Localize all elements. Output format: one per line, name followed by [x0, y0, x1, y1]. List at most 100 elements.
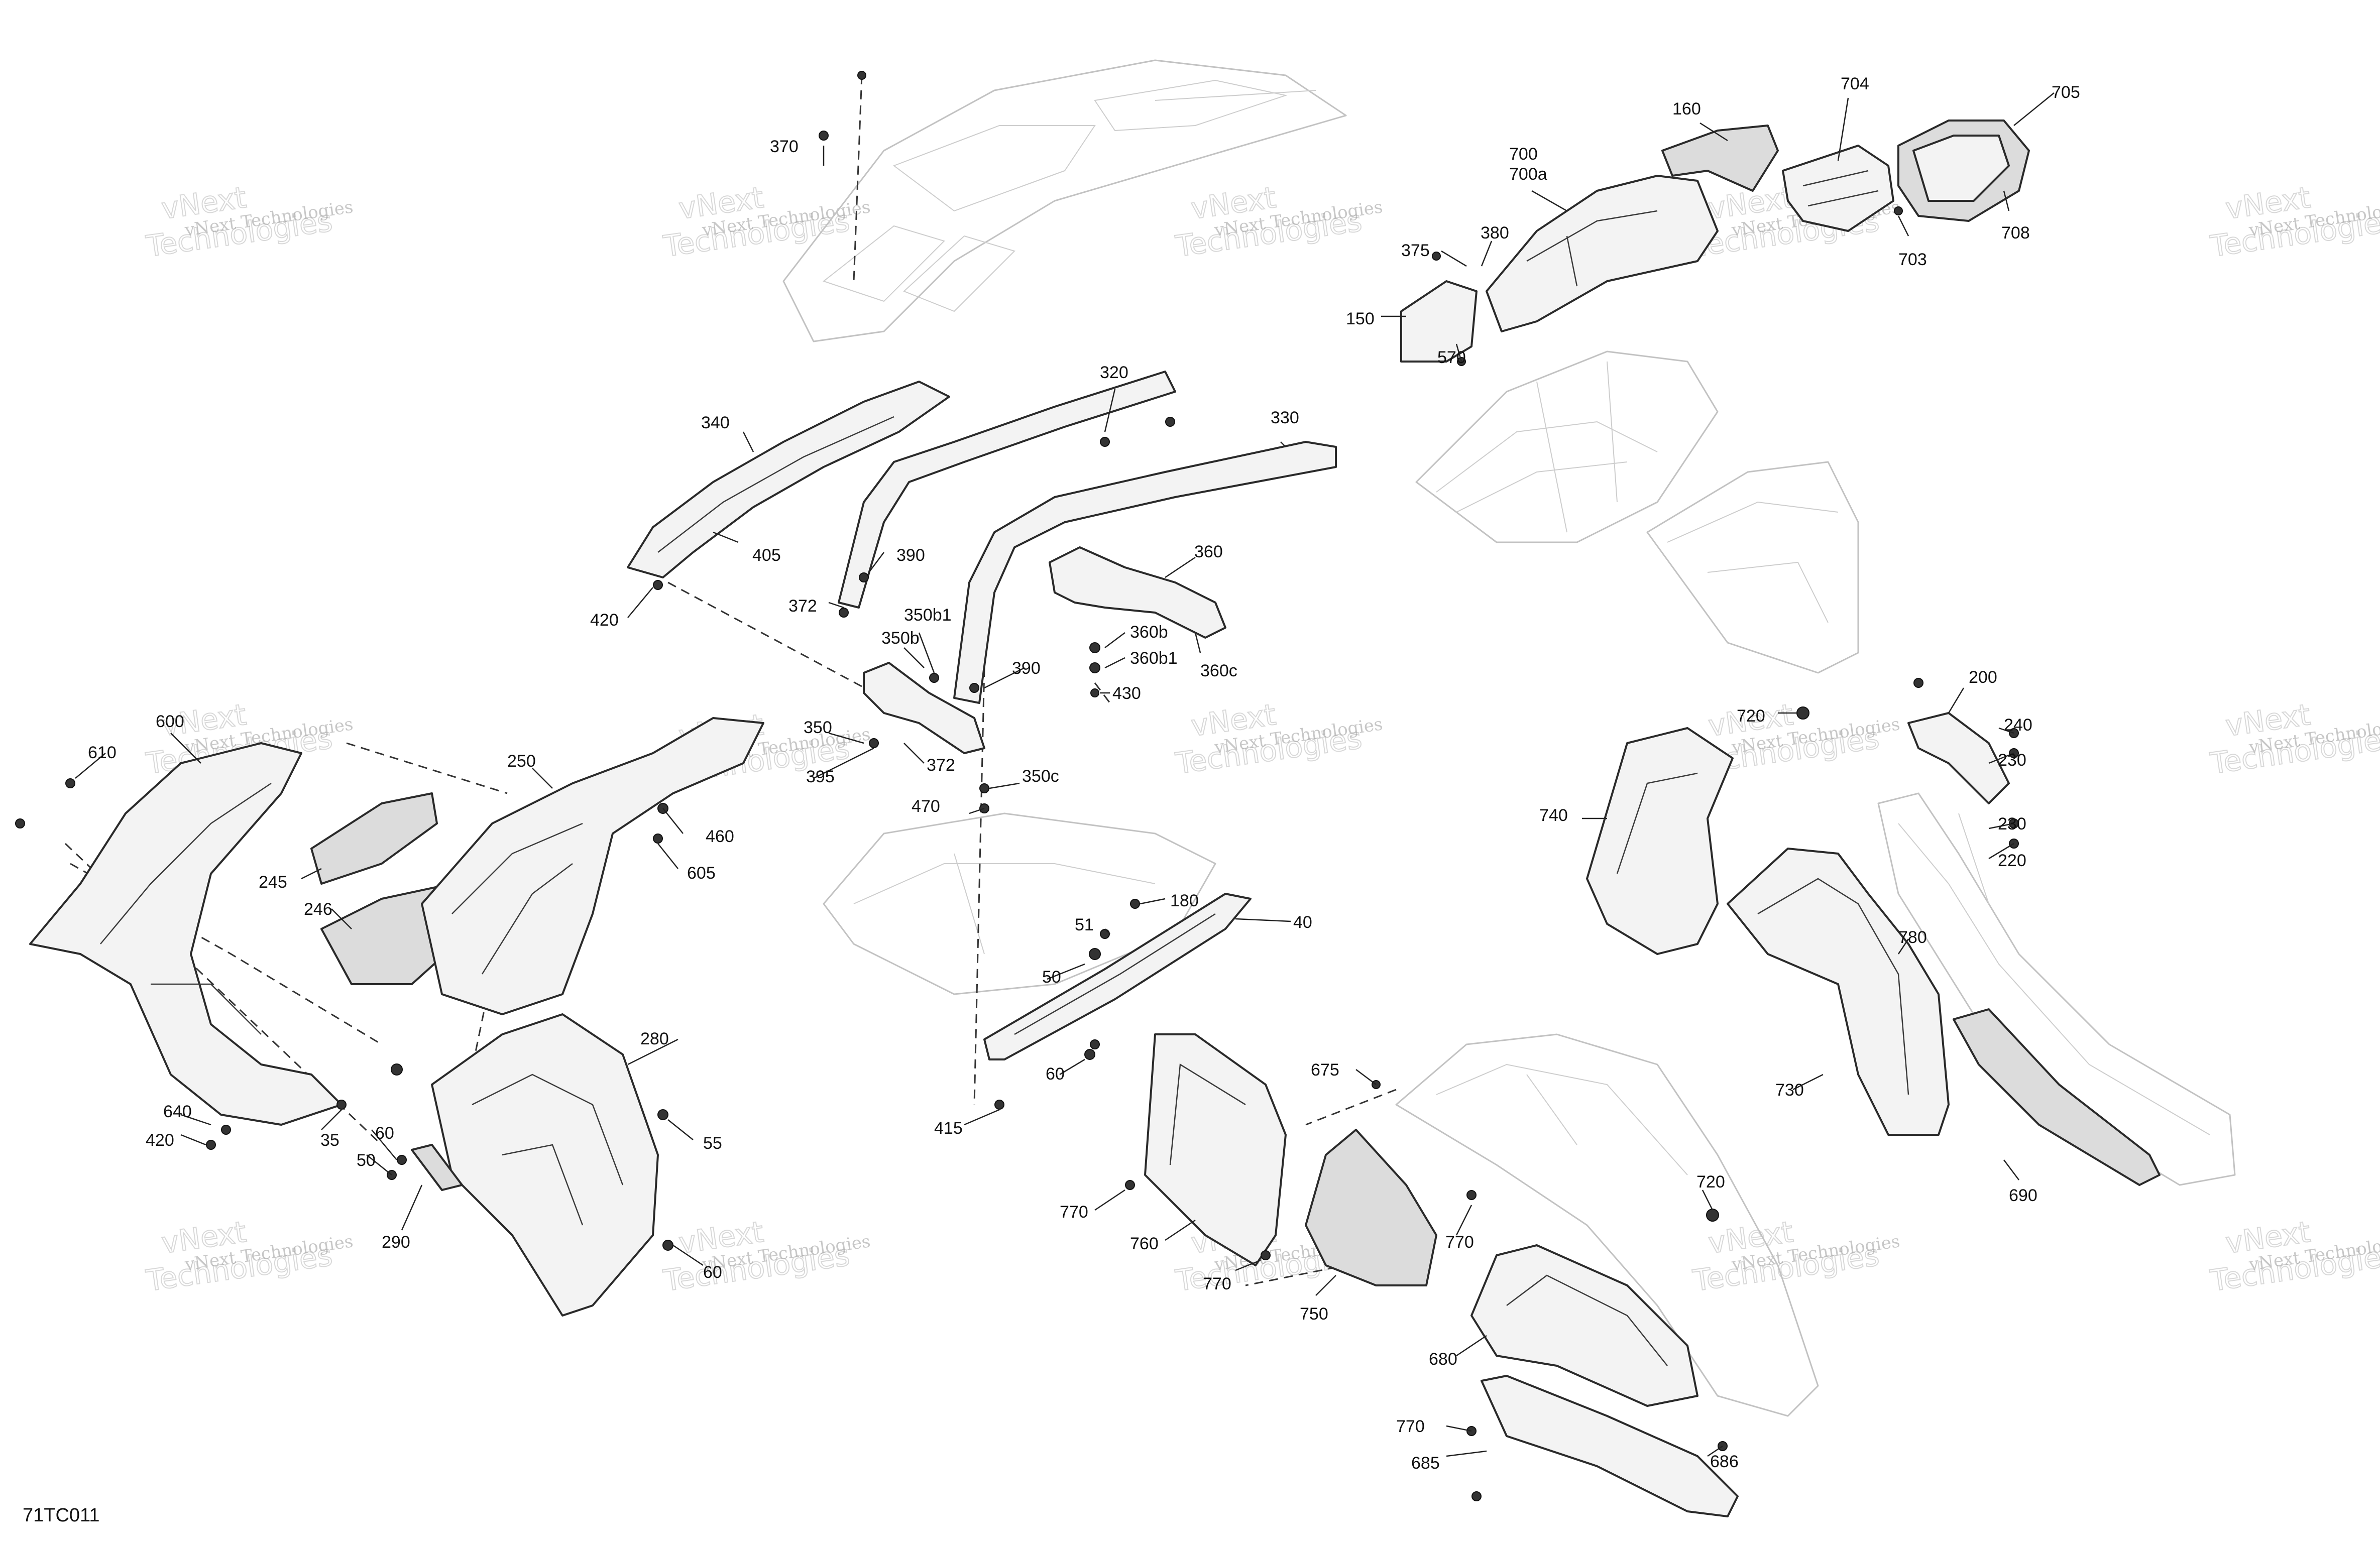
label-372b: 372 — [927, 756, 955, 775]
label-720b: 720 — [1696, 1172, 1725, 1192]
label-246: 246 — [304, 900, 332, 919]
label-708: 708 — [2001, 223, 2030, 243]
part-680-door-panel — [1470, 1244, 1698, 1407]
part-290-plate — [411, 1144, 463, 1191]
label-50b: 50 — [357, 1151, 376, 1170]
leader-lines — [75, 92, 2055, 1457]
label-250: 250 — [507, 752, 536, 771]
label-375: 375 — [1401, 241, 1430, 260]
part-730-side-panel — [1727, 848, 1950, 1136]
label-700: 700 — [1509, 145, 1538, 164]
part-704-bracket — [1782, 145, 1894, 232]
label-390b: 390 — [1012, 659, 1041, 678]
label-780: 780 — [1898, 928, 1927, 947]
label-372a: 372 — [788, 597, 817, 616]
label-705: 705 — [2052, 83, 2080, 102]
part-40-cross-bar — [983, 893, 1252, 1060]
part-705-display — [1897, 120, 2030, 222]
label-60a: 60 — [1046, 1064, 1065, 1084]
label-60b: 60 — [375, 1124, 394, 1143]
label-51: 51 — [1075, 915, 1094, 934]
label-200: 200 — [1969, 668, 1997, 687]
label-470: 470 — [912, 797, 940, 816]
label-240: 240 — [2004, 716, 2032, 735]
ghost-lower-center-panel — [1395, 1033, 1819, 1417]
label-230b: 230 — [1998, 814, 2026, 834]
label-280: 280 — [640, 1029, 669, 1048]
part-200-bracket — [1907, 712, 2010, 804]
ghost-dashboard-frame — [1415, 350, 1859, 674]
label-420a: 420 — [590, 611, 619, 630]
part-150-panel — [1400, 280, 1478, 363]
watermark: vNext Technologies vNext Technologies — [1173, 180, 1384, 264]
label-720a: 720 — [1737, 706, 1765, 726]
label-415: 415 — [934, 1119, 963, 1138]
label-395: 395 — [806, 767, 835, 786]
label-405: 405 — [752, 546, 781, 565]
part-685-trim — [1481, 1375, 1739, 1517]
part-320-roof-bar — [838, 371, 1176, 609]
label-150: 150 — [1346, 309, 1375, 328]
label-740: 740 — [1539, 806, 1568, 825]
fasteners — [15, 71, 2019, 1501]
part-340-side-rail — [627, 381, 950, 578]
label-770b: 770 — [1445, 1233, 1474, 1252]
watermark: vNext Technologies vNext Technologies — [660, 180, 871, 264]
part-330-roof-bar — [953, 441, 1337, 704]
label-700a: 700a — [1509, 165, 1547, 184]
ghost-right-side-panel — [1877, 792, 2236, 1186]
label-680: 680 — [1429, 1350, 1457, 1369]
label-570: 570 — [1437, 348, 1466, 367]
label-360b: 360b — [1130, 623, 1168, 642]
label-770d: 770 — [1396, 1417, 1425, 1436]
watermark: vNext Technologies vNext Technologies — [2207, 1214, 2380, 1298]
part-245-module — [310, 792, 438, 885]
watermark: vNext Technologies vNext Technologies — [143, 180, 354, 264]
label-350: 350 — [804, 718, 832, 737]
part-160-cover — [1661, 125, 1779, 192]
label-370: 370 — [770, 137, 799, 156]
label-160: 160 — [1672, 99, 1701, 118]
label-770a: 770 — [1060, 1203, 1088, 1222]
label-760: 760 — [1130, 1234, 1159, 1253]
label-460: 460 — [706, 827, 734, 846]
label-230a: 230 — [1998, 751, 2026, 770]
part-350-bracket — [863, 662, 985, 754]
ghost-roof-panel — [782, 59, 1347, 342]
label-350b: 350b — [881, 629, 920, 648]
label-750: 750 — [1300, 1304, 1328, 1324]
label-610: 610 — [88, 743, 117, 762]
label-35: 35 — [320, 1131, 339, 1150]
part-690-trim — [1953, 1008, 2161, 1186]
label-600: 600 — [156, 712, 184, 731]
watermark: vNext Technologies vNext Technologies — [660, 1214, 871, 1298]
label-686: 686 — [1710, 1452, 1739, 1471]
watermark: vNext Technologies vNext Technologies — [1690, 1214, 1901, 1298]
label-55: 55 — [703, 1134, 722, 1153]
label-220: 220 — [1998, 851, 2026, 870]
label-420b: 420 — [146, 1131, 174, 1150]
part-750-duct — [1305, 1129, 1437, 1286]
label-380: 380 — [1481, 223, 1509, 243]
label-180: 180 — [1170, 891, 1199, 910]
label-360: 360 — [1194, 542, 1223, 561]
label-730: 730 — [1775, 1081, 1804, 1100]
part-360-bracket — [1049, 546, 1226, 639]
label-60c: 60 — [703, 1263, 722, 1282]
label-390a: 390 — [896, 546, 925, 565]
label-330: 330 — [1271, 408, 1299, 427]
label-605: 605 — [687, 864, 716, 883]
label-703: 703 — [1898, 250, 1927, 269]
label-290: 290 — [382, 1233, 410, 1252]
label-350b1: 350b1 — [904, 606, 952, 625]
watermark: vNext Technologies vNext Technologies — [2207, 180, 2380, 264]
label-350c: 350c — [1022, 767, 1059, 786]
label-685: 685 — [1411, 1454, 1440, 1473]
label-675: 675 — [1311, 1060, 1339, 1080]
diagram-code: 71TC011 — [23, 1505, 100, 1526]
part-700-dash-bezel — [1486, 175, 1719, 332]
part-280-lower-frame — [431, 1013, 659, 1317]
part-600-left-frame — [29, 742, 343, 1126]
watermark: vNext Technologies vNext Technologies — [2207, 697, 2380, 781]
